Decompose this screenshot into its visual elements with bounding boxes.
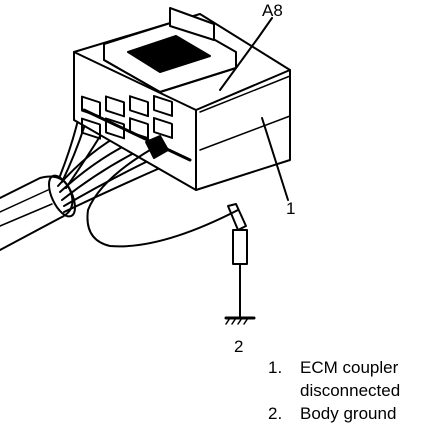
legend-label: disconnected <box>300 381 401 400</box>
legend-item-1-continued: disconnected <box>268 379 448 402</box>
tester-probe <box>227 203 248 317</box>
legend-item-1: 1. ECM coupler <box>268 356 448 379</box>
legend-label: Body ground <box>300 404 397 423</box>
leader-1 <box>261 117 289 201</box>
legend-number: 2. <box>268 404 283 423</box>
parts-legend: 1. ECM coupler disconnected 2. Body grou… <box>268 356 448 425</box>
callout-1: 1 <box>286 199 295 218</box>
body-ground <box>224 316 256 325</box>
ecm-coupler <box>73 7 291 191</box>
probe-lead <box>86 135 239 248</box>
callout-a8: A8 <box>262 1 283 20</box>
leader-a8 <box>219 17 273 91</box>
legend-label: ECM coupler <box>300 358 399 377</box>
callout-2: 2 <box>234 337 243 356</box>
legend-number: 1. <box>268 358 283 377</box>
legend-item-2: 2. Body ground <box>268 402 448 425</box>
